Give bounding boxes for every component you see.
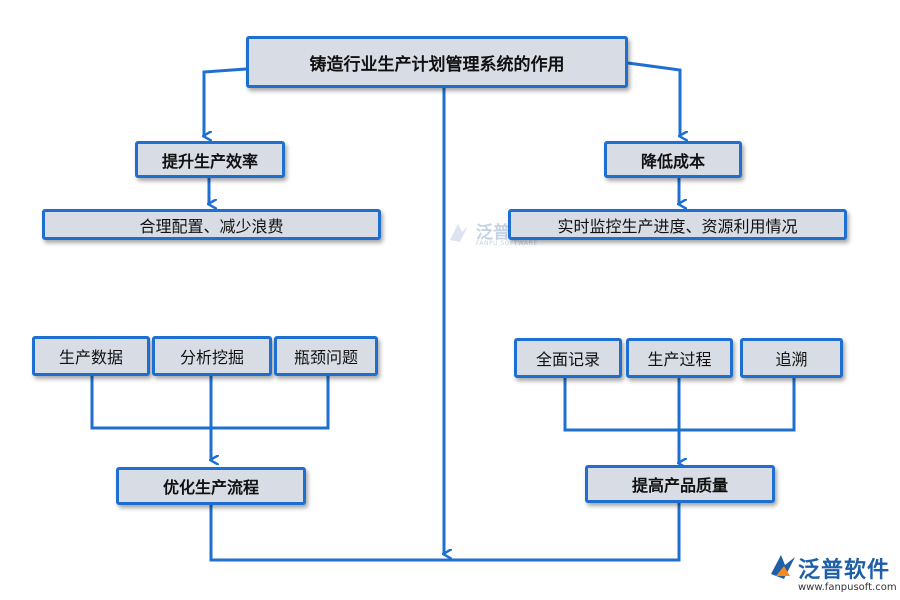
right-heading-node: 降低成本 [604, 141, 742, 178]
logo-url: www.fanpusoft.com [798, 582, 897, 593]
left-result-node: 优化生产流程 [116, 467, 306, 505]
left-input-node: 分析挖掘 [152, 336, 272, 376]
right-input-text: 生产过程 [647, 350, 712, 369]
left-input-text: 生产数据 [58, 348, 123, 367]
left-detail-text: 合理配置、减少浪费 [139, 216, 284, 236]
left-detail-node: 合理配置、减少浪费 [42, 209, 381, 240]
watermark-logo-icon [450, 224, 468, 242]
right-input-text: 全面记录 [535, 350, 600, 369]
connector-title-to-left-heading [204, 67, 247, 136]
connector-title-to-right-heading [627, 61, 680, 136]
fanpu-logo-icon [771, 555, 795, 579]
title-node: 铸造行业生产计划管理系统的作用 [246, 36, 628, 88]
brand-logo: 泛普软件 www.fanpusoft.com [768, 552, 897, 596]
right-input-node: 追溯 [740, 338, 843, 378]
right-detail-node: 实时监控生产进度、资源利用情况 [508, 209, 847, 240]
connector-bottom-merge [209, 503, 681, 562]
left-result-text: 优化生产流程 [162, 478, 259, 497]
logo-name: 泛普软件 [798, 558, 891, 583]
right-result-text: 提高产品质量 [631, 476, 728, 495]
left-input-text: 分析挖掘 [179, 348, 244, 367]
watermark-subtext: FANPU SOFTWARE [476, 240, 538, 247]
right-input-text: 追溯 [775, 350, 808, 369]
right-heading-text: 降低成本 [640, 151, 705, 171]
left-input-text: 瓶颈问题 [293, 348, 358, 367]
left-heading-node: 提升生产效率 [135, 141, 285, 178]
right-input-node: 生产过程 [626, 338, 733, 378]
right-input-node: 全面记录 [514, 338, 622, 378]
left-heading-text: 提升生产效率 [161, 151, 258, 171]
right-detail-text: 实时监控生产进度、资源利用情况 [557, 216, 798, 236]
left-input-node: 生产数据 [32, 336, 150, 376]
title-text: 铸造行业生产计划管理系统的作用 [309, 54, 565, 75]
left-input-node: 瓶颈问题 [274, 336, 378, 376]
right-result-node: 提高产品质量 [585, 465, 775, 503]
